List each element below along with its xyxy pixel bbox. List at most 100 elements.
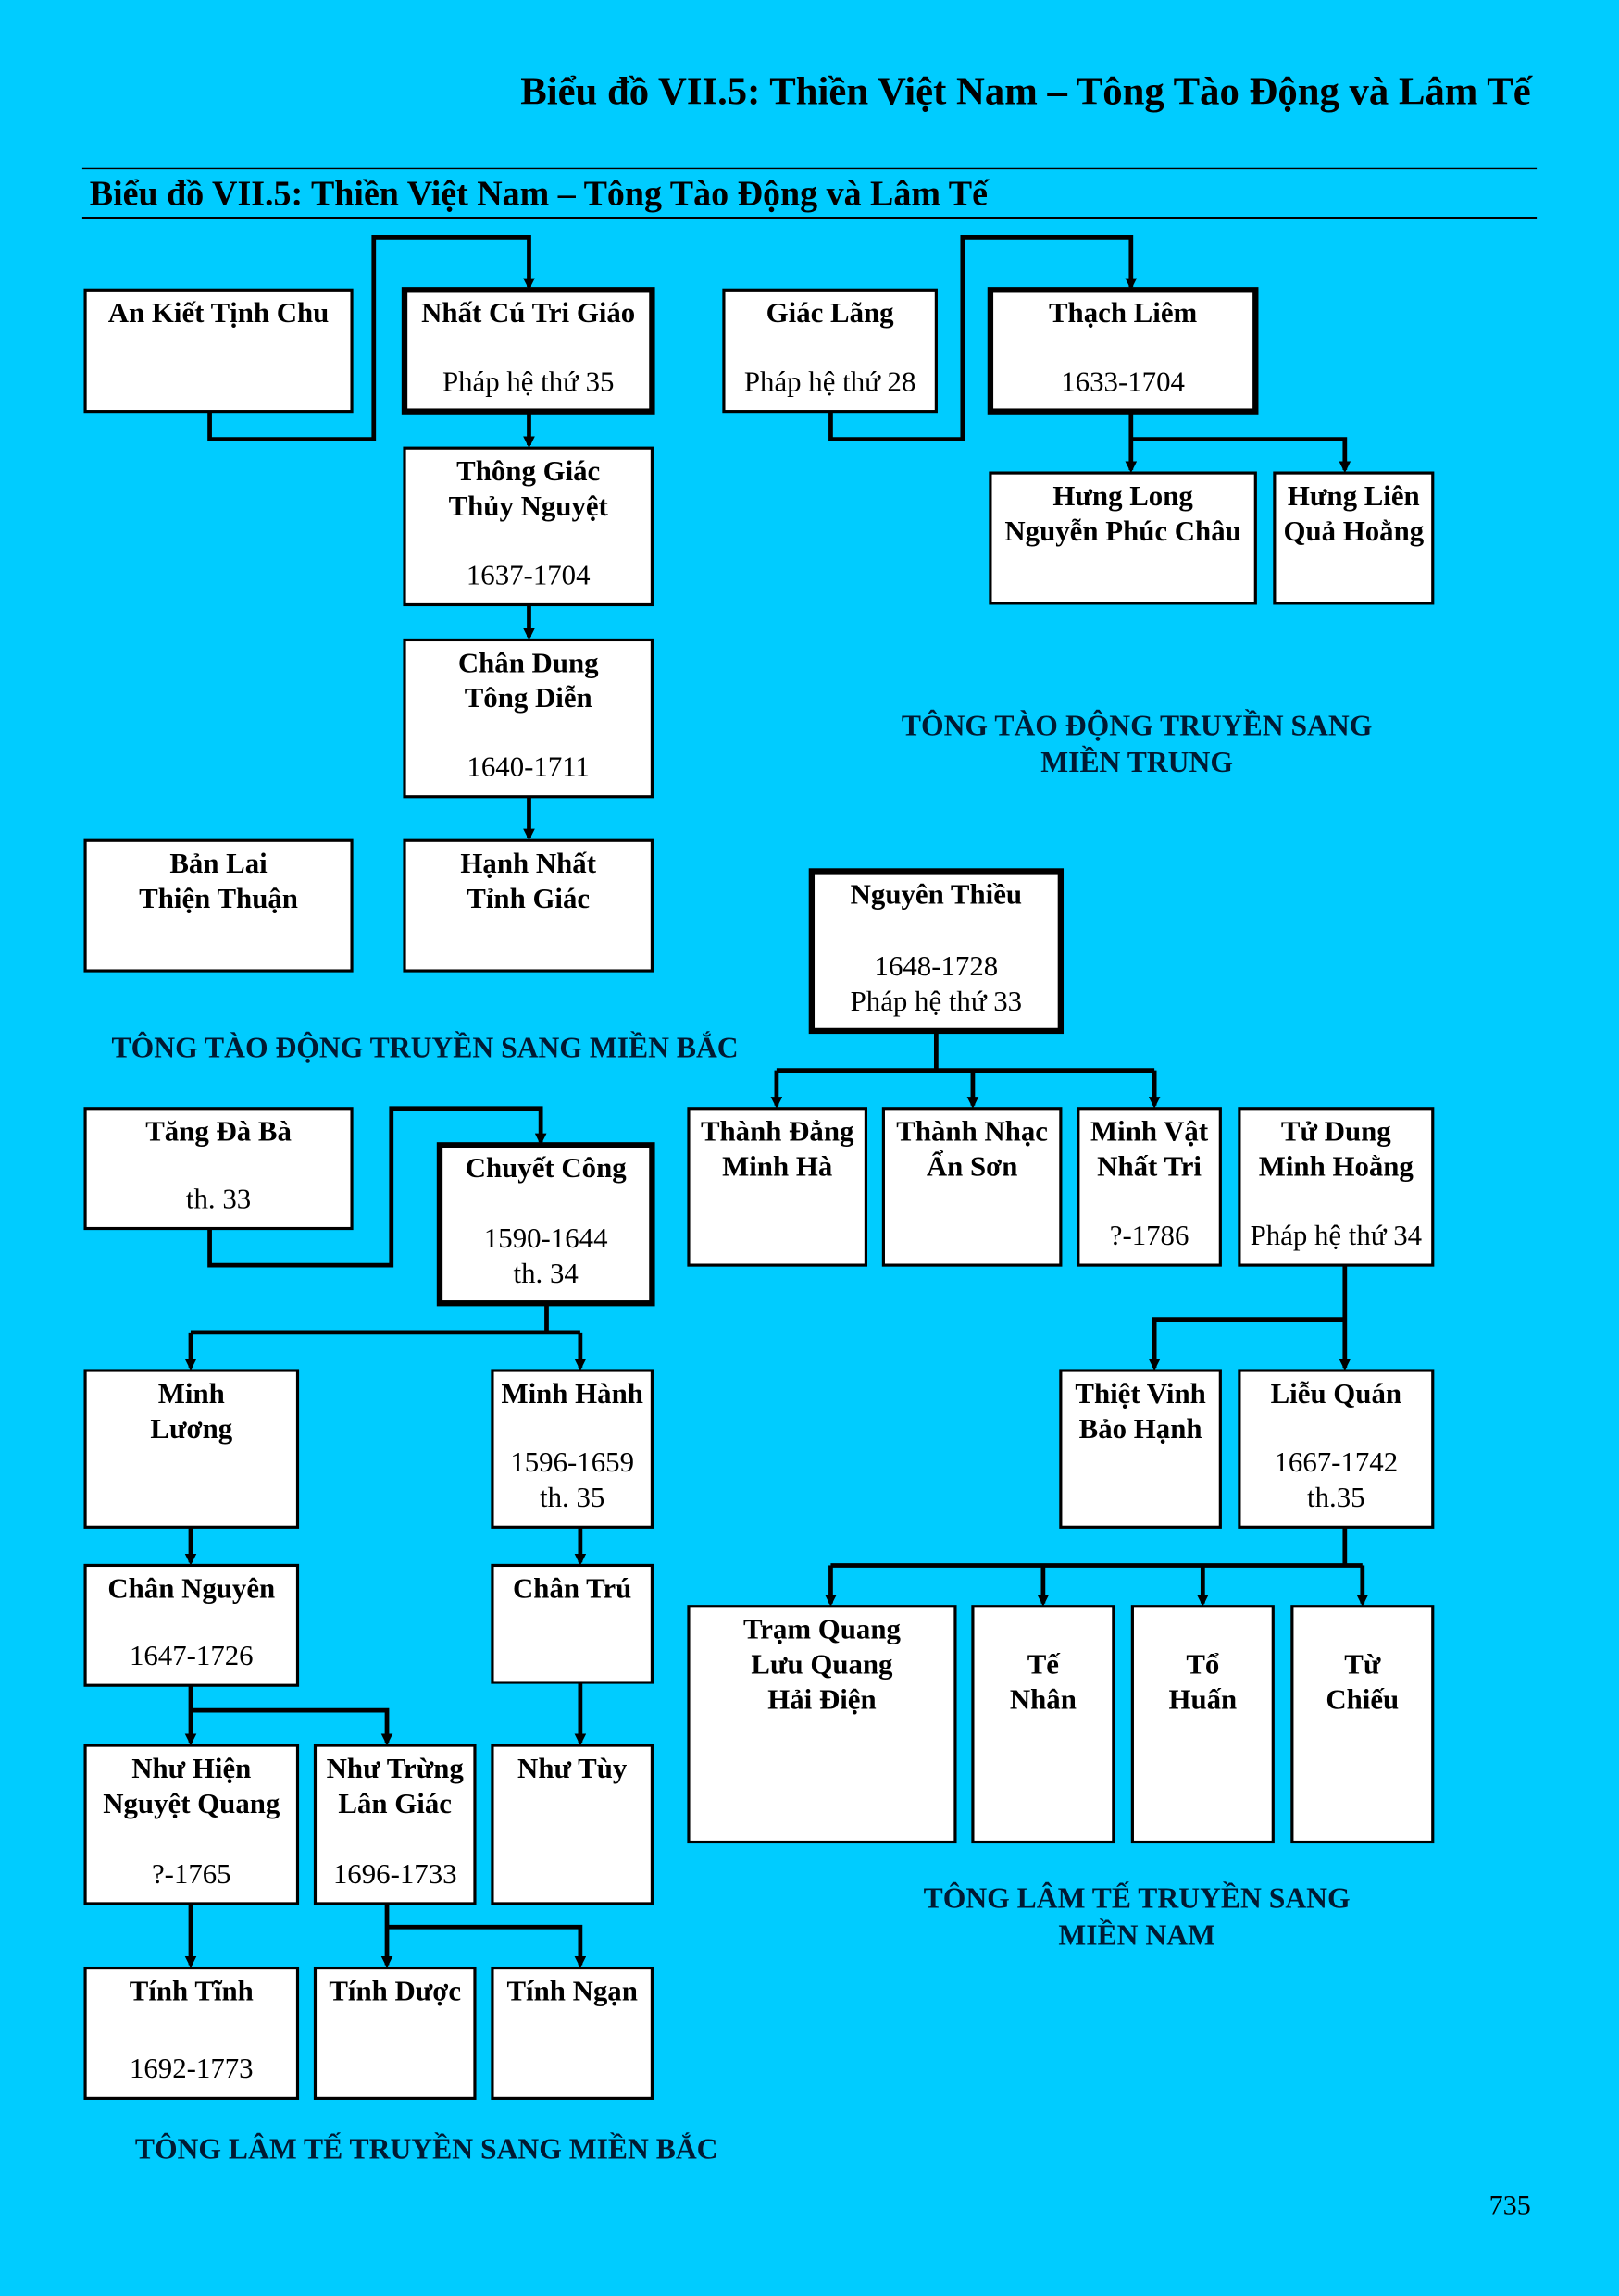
node-name: Nhất Tri	[1097, 1151, 1202, 1183]
node-info: 1590-1644	[484, 1222, 608, 1254]
node-box	[1077, 1107, 1222, 1267]
node-box	[401, 287, 655, 415]
node-box	[987, 287, 1259, 415]
node-box	[881, 1107, 1063, 1267]
node-info: 1692-1773	[130, 2053, 254, 2084]
node-name: Nguyễn Phúc Châu	[1004, 515, 1240, 547]
node-box	[83, 1369, 300, 1529]
node-name: Chiếu	[1326, 1684, 1399, 1716]
node-name: Nhân	[1010, 1684, 1077, 1716]
lineage-arrow	[1130, 437, 1351, 474]
node-info: 1696-1733	[333, 1858, 457, 1890]
chart-title: Biểu đồ VII.5: Thiền Việt Nam – Tông Tào…	[90, 175, 990, 214]
node-box	[808, 868, 1065, 1035]
node-name: Minh Vật	[1090, 1116, 1209, 1148]
node-box	[403, 638, 654, 799]
node-box	[491, 1563, 654, 1684]
node-name: Lân Giác	[338, 1788, 452, 1819]
section-label-tao-dong-trung-2: MIỀN TRUNG	[1040, 745, 1233, 778]
node-name: Hải Điện	[767, 1684, 876, 1716]
lineage-arrow	[207, 234, 535, 442]
section-label-lam-te-bac: TÔNG LÂM TẾ TRUYỀN SANG MIỀN BẮC	[135, 2131, 718, 2165]
node-box	[83, 1966, 300, 2100]
node-name: Bảo Hạnh	[1079, 1413, 1202, 1445]
node-box	[722, 288, 938, 414]
node-box	[403, 838, 654, 973]
node-info: 1647-1726	[130, 1640, 254, 1671]
node-info: Pháp hệ thứ 33	[851, 986, 1022, 1017]
lineage-node-tang-da: Tăng Đà Bà th. 33	[83, 1107, 354, 1231]
lineage-node-tinh-duoc: Tính Dược	[313, 1966, 477, 2100]
node-name: Tông Diễn	[465, 682, 592, 714]
node-box	[491, 1744, 654, 1905]
node-name: Chân Dung	[458, 647, 599, 678]
section-label-tao-dong-bac: TÔNG TÀO ĐỘNG TRUYỀN SANG MIỀN BẮC	[112, 1030, 739, 1063]
node-box	[989, 471, 1257, 605]
node-box	[83, 1107, 354, 1231]
node-box	[403, 446, 654, 607]
node-box	[83, 1563, 300, 1687]
node-name: An Kiết Tịnh Chu	[108, 297, 330, 329]
node-box	[313, 1744, 477, 1905]
node-name: Trạm Quang	[743, 1614, 902, 1645]
node-name: Giác Lãng	[766, 297, 895, 329]
node-name: Lương	[150, 1413, 232, 1445]
node-name: Tính Tĩnh	[130, 1975, 254, 2006]
node-name: Tính Ngạn	[506, 1975, 637, 2006]
node-name: Lưu Quang	[751, 1649, 893, 1681]
node-name: Thủy Nguyệt	[449, 490, 609, 522]
node-name: Thạch Liêm	[1049, 297, 1198, 329]
node-info: 1633-1704	[1061, 366, 1185, 397]
node-info: Pháp hệ thứ 28	[744, 366, 915, 397]
node-box	[1130, 1605, 1275, 1844]
node-box	[83, 838, 354, 973]
node-name: Thiệt Vinh	[1075, 1378, 1205, 1409]
node-name: Từ	[1344, 1649, 1381, 1681]
node-box	[1238, 1369, 1435, 1529]
node-name: Như Trừng	[327, 1753, 465, 1784]
node-info: 1640-1711	[467, 751, 590, 783]
node-name: Minh Hà	[722, 1151, 832, 1183]
node-info: ?-1765	[152, 1858, 231, 1890]
node-box	[313, 1966, 477, 2100]
node-box	[83, 1744, 300, 1905]
node-name: Như Tùy	[517, 1753, 628, 1784]
node-info: th. 33	[186, 1183, 251, 1214]
lineage-arrow	[387, 1924, 587, 1968]
node-box	[436, 1142, 655, 1307]
node-name: Tăng Đà Bà	[145, 1116, 292, 1148]
node-info: 1596-1659	[510, 1446, 634, 1478]
node-info: th.35	[1307, 1482, 1365, 1513]
node-info: 1648-1728	[875, 950, 999, 982]
lineage-arrow	[190, 1707, 393, 1746]
page-title: Biểu đồ VII.5: Thiền Việt Nam – Tông Tào…	[520, 69, 1533, 113]
section-label-lam-te-nam-2: MIỀN NAM	[1058, 1917, 1215, 1951]
node-name: Tính Dược	[329, 1975, 461, 2006]
lineage-node-nhu-tuy: Như Tùy	[491, 1744, 654, 1905]
section-label-lam-te-nam: TÔNG LÂM TẾ TRUYỀN SANG	[924, 1881, 1351, 1915]
node-name: Huấn	[1168, 1684, 1237, 1716]
node-name: Chuyết Công	[466, 1152, 628, 1184]
node-name: Minh	[158, 1378, 225, 1409]
node-name: Nguyệt Quang	[103, 1788, 280, 1819]
node-name: Thiện Thuận	[139, 883, 298, 914]
